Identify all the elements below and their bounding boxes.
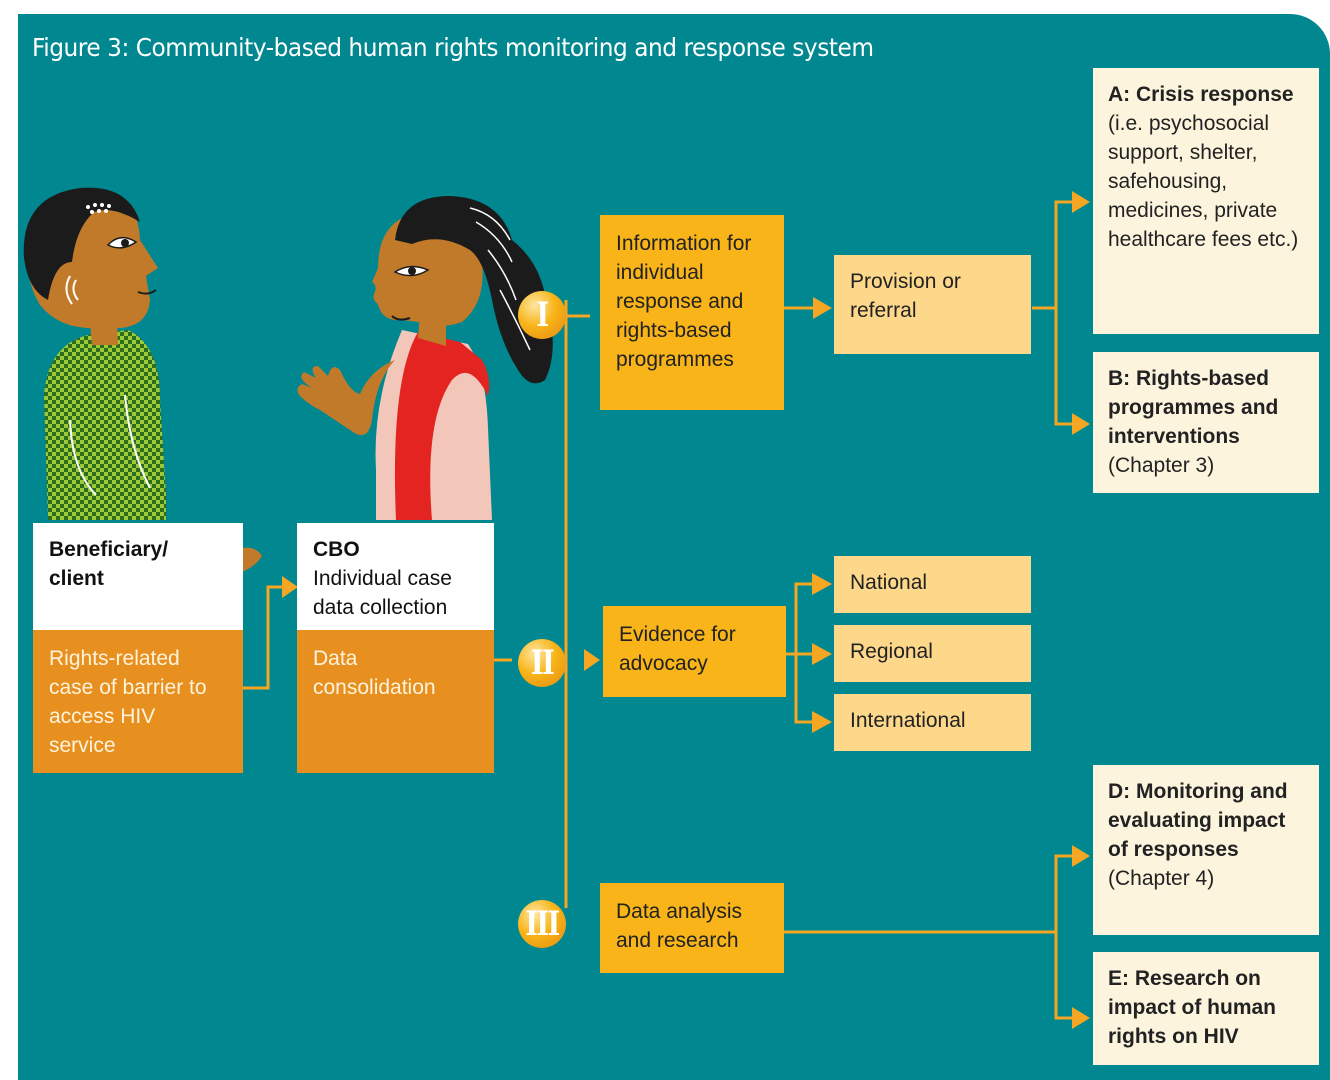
advocacy-regional-label: Regional [850, 640, 933, 663]
branch-analysis-label: Data analysis and research [616, 900, 743, 952]
branch-evidence-box: Evidence for advocacy [603, 606, 786, 697]
outcome-e-heading: E: Research on impact of human rights on… [1108, 967, 1277, 1048]
branch-evidence-label: Evidence for advocacy [619, 623, 736, 675]
outcome-d-heading: D: Monitoring and evaluating impact of r… [1108, 780, 1288, 861]
advocacy-national-box: National [834, 556, 1031, 613]
numeral-badge-ii: II [518, 639, 566, 687]
beneficiary-case-text: Rights-related case of barrier to access… [49, 647, 207, 757]
hand-illustration [242, 547, 262, 572]
branch-information-box: Information for individual response and … [600, 215, 784, 410]
outcome-b-heading: B: Rights-based programmes and intervent… [1108, 367, 1279, 448]
branch-analysis-box: Data analysis and research [600, 883, 784, 973]
advocacy-international-label: International [850, 709, 966, 732]
connector-lines [243, 200, 1074, 1020]
numeral-badge-i: I [518, 291, 566, 339]
advocacy-international-box: International [834, 694, 1031, 751]
advocacy-regional-box: Regional [834, 625, 1031, 682]
arrowheads [282, 191, 1090, 1029]
outcome-b-box: B: Rights-based programmes and intervent… [1093, 352, 1319, 493]
beneficiary-case-box: Rights-related case of barrier to access… [33, 630, 243, 773]
outcome-b-text: (Chapter 3) [1108, 454, 1215, 477]
cbo-subheading: Individual case data collection [313, 567, 452, 619]
outcome-d-box: D: Monitoring and evaluating impact of r… [1093, 765, 1319, 935]
cbo-consolidation-text: Data consolidation [313, 647, 436, 699]
figure-title: Figure 3: Community-based human rights m… [32, 33, 874, 62]
beneficiary-heading-box: Beneficiary/ client [33, 523, 243, 630]
outcome-e-box: E: Research on impact of human rights on… [1093, 952, 1319, 1065]
outcome-a-heading: A: Crisis response [1108, 83, 1294, 106]
cbo-heading-box: CBO Individual case data collection [297, 523, 494, 630]
advocacy-national-label: National [850, 571, 928, 594]
provision-referral-box: Provision or referral [834, 255, 1031, 354]
numeral-badge-iii: III [518, 900, 566, 948]
provision-referral-label: Provision or referral [850, 270, 961, 322]
outcome-d-text: (Chapter 4) [1108, 867, 1215, 890]
cbo-heading: CBO [313, 538, 360, 561]
man-illustration [23, 187, 166, 520]
outcome-a-text: (i.e. psychosocial support, shelter, saf… [1108, 112, 1299, 251]
woman-illustration [297, 196, 553, 520]
beneficiary-heading: Beneficiary/ client [49, 538, 169, 590]
outcome-a-box: A: Crisis response (i.e. psychosocial su… [1093, 68, 1319, 334]
branch-information-label: Information for individual response and … [616, 232, 752, 371]
cbo-consolidation-box: Data consolidation [297, 630, 494, 773]
